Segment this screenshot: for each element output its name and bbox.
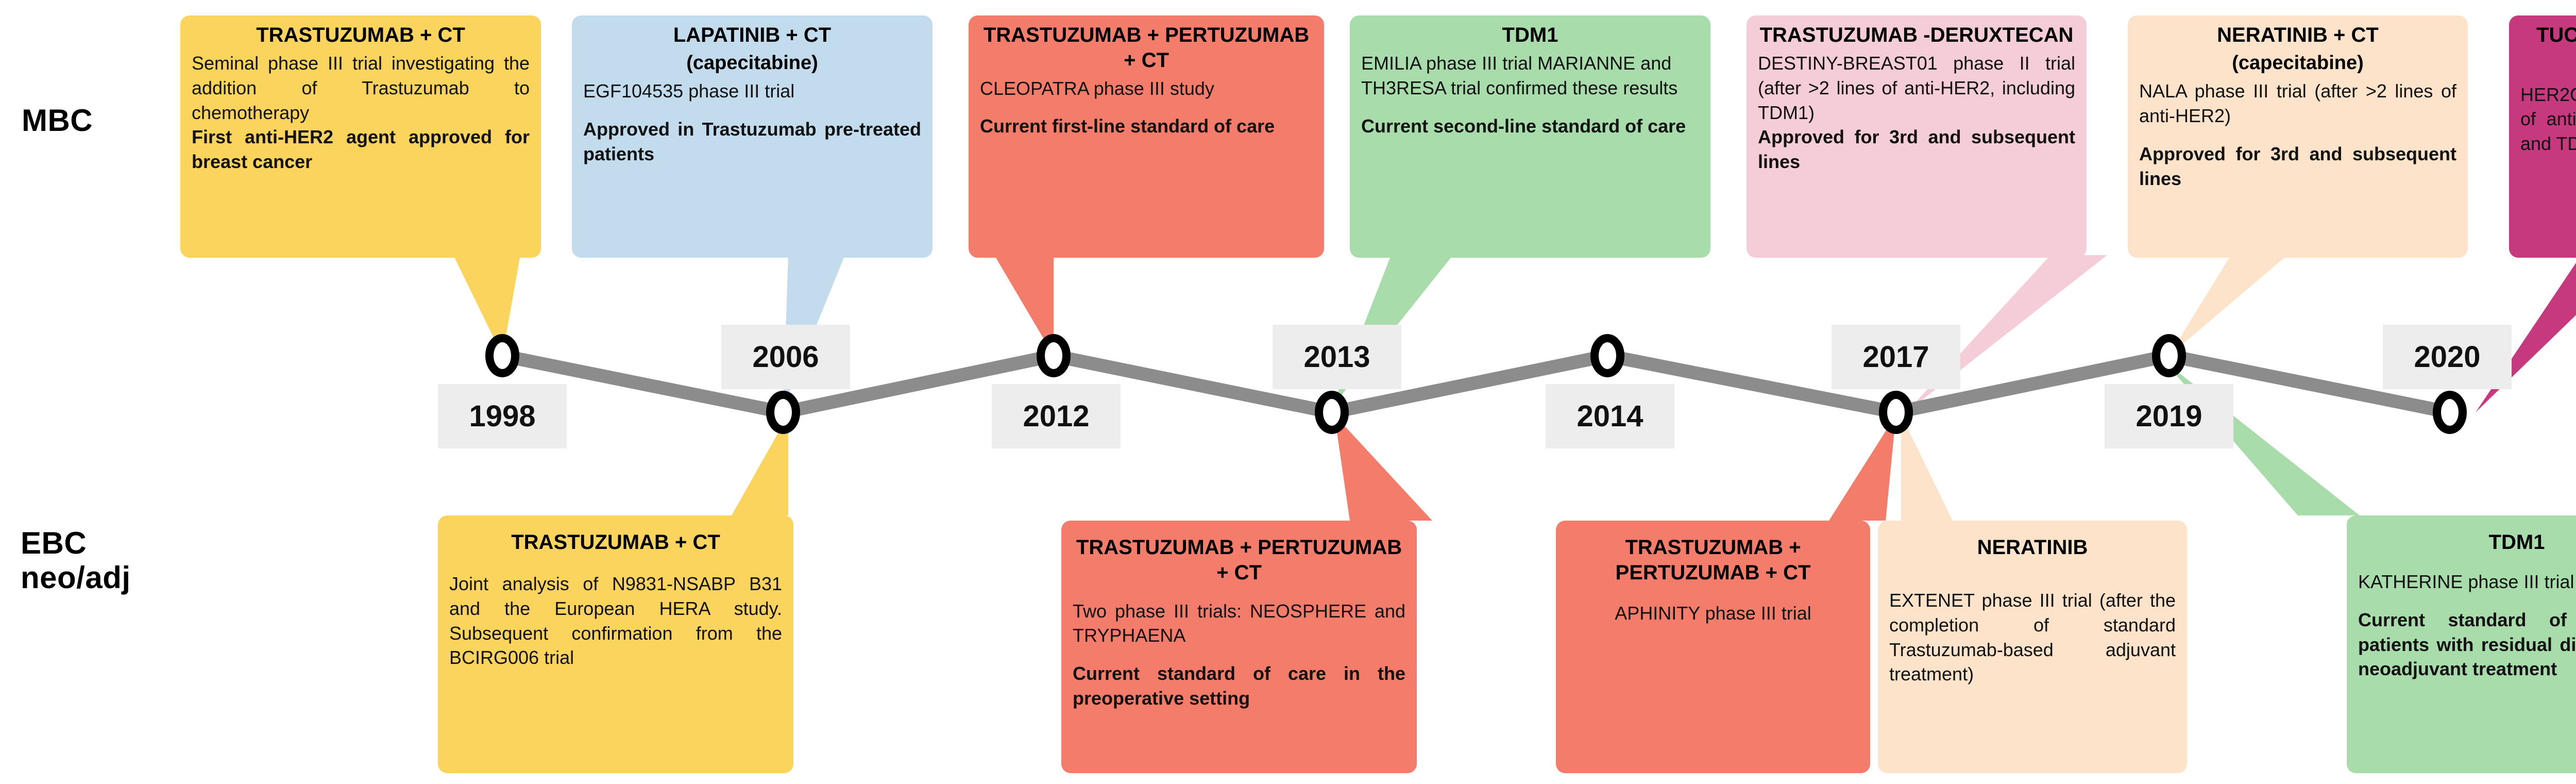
pointer-tail-ebc-extenet bbox=[1901, 415, 1953, 521]
year-chip-2014[interactable]: 2014 bbox=[1546, 384, 1674, 448]
year-chip-2020[interactable]: 2020 bbox=[2383, 325, 2512, 389]
card-body-1: Approved for 3rd and subsequent lines bbox=[1758, 126, 2075, 173]
card-title: TDM1 bbox=[2488, 531, 2545, 554]
card-body-0: EXTENET phase III trial (after the compl… bbox=[1889, 589, 2176, 685]
card-body-0: Joint analysis of N9831-NSABP B31 and th… bbox=[449, 573, 782, 669]
card-title: NERATINIB bbox=[1977, 536, 2088, 559]
ebc-card-trastuzumab-pertuzumab-ct-2017[interactable]: TRASTUZUMAB + PERTUZUMAB + CT APHINITY p… bbox=[1556, 521, 1870, 773]
pointer-tail-2012 bbox=[994, 255, 1054, 356]
pointer-tail-ebc-2006 bbox=[732, 415, 788, 515]
timeline-node-2017 bbox=[1879, 391, 1913, 434]
card-title: TRASTUZUMAB + CT bbox=[511, 531, 720, 554]
mbc-card-trastuzumab-ct-1998[interactable]: TRASTUZUMAB + CT Seminal phase III trial… bbox=[180, 15, 541, 258]
card-body-0: DESTINY-BREAST01 phase II trial (after >… bbox=[1758, 52, 2075, 123]
card-body-0: APHINITY phase III trial bbox=[1615, 602, 1811, 624]
ebc-card-neratinib-extenet[interactable]: NERATINIB EXTENET phase III trial (after… bbox=[1878, 521, 2187, 773]
card-body-0: HER2CLIMB phase III trial (after >2 line… bbox=[2520, 84, 2576, 155]
card-body-1: Approved in Trastuzumab pre-treated pati… bbox=[583, 119, 921, 164]
card-title: TRASTUZUMAB + CT bbox=[256, 24, 465, 46]
card-title: TRASTUZUMAB -DERUXTECAN bbox=[1759, 24, 2074, 46]
mbc-card-lapatinib-ct-2006[interactable]: LAPATINIB + CT (capecitabine) EGF104535 … bbox=[572, 15, 933, 258]
card-title: LAPATINIB + CT bbox=[673, 24, 832, 46]
timeline-node-2006 bbox=[766, 391, 800, 434]
pointer-tail-ebc-2017 bbox=[1829, 415, 1896, 521]
row-label-ebc-line2: neo/adj bbox=[21, 560, 131, 595]
ebc-card-trastuzumab-pertuzumab-ct-2012[interactable]: TRASTUZUMAB + PERTUZUMAB + CT Two phase … bbox=[1061, 521, 1417, 773]
pointer-tail-1998 bbox=[453, 255, 520, 356]
year-chip-2012[interactable]: 2012 bbox=[992, 384, 1121, 448]
timeline-node-1998 bbox=[485, 334, 519, 377]
card-body-1: Current second-line standard of care bbox=[1361, 115, 1686, 137]
card-body-0: CLEOPATRA phase III study bbox=[980, 77, 1214, 99]
mbc-card-tucatinib-2020[interactable]: TUCATINIB + Trastuzumab + CT (capecitabi… bbox=[2509, 15, 2576, 258]
year-chip-2017[interactable]: 2017 bbox=[1832, 325, 1960, 389]
card-title: TDM1 bbox=[1502, 24, 1558, 46]
card-title: TRASTUZUMAB + PERTUZUMAB + CT bbox=[1076, 536, 1402, 584]
card-body-0: EMILIA phase III trial MARIANNE and TH3R… bbox=[1361, 52, 1678, 98]
card-body-1: Current standard of care in the preopera… bbox=[1073, 663, 1405, 709]
mbc-card-tdm1-2013[interactable]: TDM1 EMILIA phase III trial MARIANNE and… bbox=[1350, 15, 1710, 258]
card-body-1: First anti-HER2 agent approved for breas… bbox=[192, 126, 530, 173]
timeline-node-2020 bbox=[2433, 391, 2467, 434]
card-title: TRASTUZUMAB + PERTUZUMAB + CT bbox=[983, 24, 1310, 72]
card-body-1: Approved for 3rd and subsequent lines bbox=[2139, 143, 2456, 189]
mbc-card-trastuzumab-deruxtecan-2017[interactable]: TRASTUZUMAB -DERUXTECAN DESTINY-BREAST01… bbox=[1747, 15, 2087, 258]
card-title: TRASTUZUMAB + PERTUZUMAB + CT bbox=[1615, 536, 1811, 584]
row-label-ebc-line1: EBC bbox=[21, 526, 87, 560]
year-chip-2006[interactable]: 2006 bbox=[721, 325, 850, 389]
timeline-node-2019 bbox=[2152, 334, 2186, 377]
year-chip-2019[interactable]: 2019 bbox=[2105, 384, 2233, 448]
pointer-tail-2019 bbox=[2169, 255, 2287, 356]
card-body-0: Two phase III trials: NEOSPHERE and TRYP… bbox=[1073, 600, 1405, 646]
timeline-node-2014 bbox=[1590, 334, 1624, 377]
card-body-0: EGF104535 phase III trial bbox=[583, 80, 795, 102]
card-body-0: KATHERINE phase III trial bbox=[2358, 571, 2574, 592]
year-chip-2013[interactable]: 2013 bbox=[1273, 325, 1401, 389]
ebc-card-trastuzumab-ct-2006[interactable]: TRASTUZUMAB + CT Joint analysis of N9831… bbox=[438, 515, 793, 773]
card-body-0: NALA phase III trial (after >2 lines of … bbox=[2139, 80, 2456, 127]
card-subtitle: (capecitabine) bbox=[2232, 52, 2364, 74]
card-title: NERATINIB + CT bbox=[2217, 24, 2379, 46]
card-body-1: Current standard of care for patients wi… bbox=[2358, 609, 2576, 680]
year-chip-1998[interactable]: 1998 bbox=[438, 384, 567, 448]
ebc-card-tdm1-katherine-2019[interactable]: TDM1 KATHERINE phase III trial Current s… bbox=[2347, 515, 2576, 773]
mbc-card-neratinib-ct-2019[interactable]: NERATINIB + CT (capecitabine) NALA phase… bbox=[2128, 15, 2468, 258]
timeline-node-2012 bbox=[1037, 334, 1071, 377]
card-title: TUCATINIB + Trastuzumab + CT (capecitabi… bbox=[2536, 24, 2576, 46]
mbc-card-trastuzumab-pertuzumab-ct-2012[interactable]: TRASTUZUMAB + PERTUZUMAB + CT CLEOPATRA … bbox=[969, 15, 1324, 258]
pointer-tail-ebc-2012 bbox=[1334, 415, 1432, 521]
row-label-ebc: EBC neo/adj bbox=[21, 526, 131, 595]
card-body-0: Seminal phase III trial investigating th… bbox=[192, 52, 530, 123]
row-label-mbc: MBC bbox=[22, 103, 93, 138]
timeline-node-2013 bbox=[1315, 391, 1349, 434]
card-subtitle: (capecitabine) bbox=[686, 52, 818, 74]
card-body-1: Current first-line standard of care bbox=[980, 115, 1275, 137]
